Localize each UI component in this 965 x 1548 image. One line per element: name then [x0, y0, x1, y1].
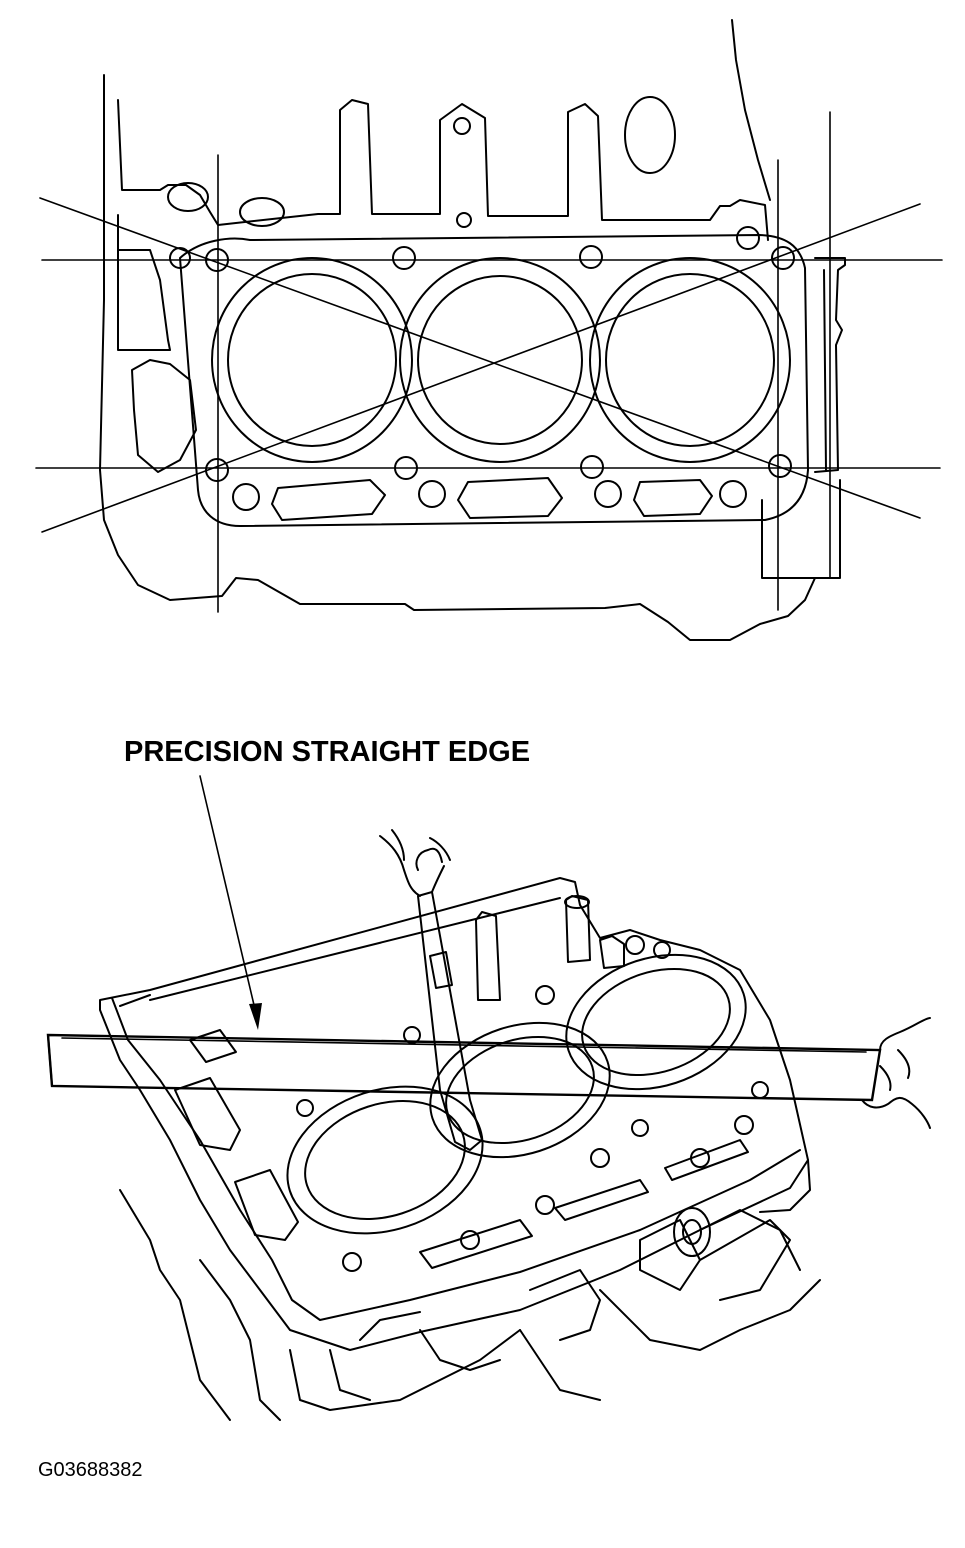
hand-left — [379, 829, 451, 897]
left-boss — [167, 182, 209, 212]
hand-right — [861, 1017, 931, 1129]
measurement-lines — [35, 111, 943, 613]
block-deck-outline — [99, 877, 809, 1351]
boss-hole-2 — [456, 212, 472, 228]
water-jacket-slots — [174, 1029, 749, 1269]
right-oval-cut — [624, 96, 676, 174]
deck-holes-perspective — [296, 935, 769, 1272]
top-view-block-deck — [35, 19, 943, 641]
diagonal-line-down — [39, 197, 921, 519]
callout-group: PRECISION STRAIGHT EDGE — [124, 736, 530, 1030]
left-flange — [117, 214, 171, 351]
upper-casting — [117, 99, 769, 241]
right-casting-edge — [731, 19, 771, 201]
cylinder-bore-1 — [211, 257, 413, 463]
callout-arrowhead — [249, 1003, 262, 1030]
straight-edge — [46, 1033, 882, 1102]
boss-hole-1 — [453, 117, 471, 135]
callout-leader — [199, 775, 259, 1023]
crankcase-structure — [119, 1159, 821, 1421]
lower-passages — [232, 477, 747, 521]
deck-surface-outline — [179, 234, 809, 527]
callout-label: PRECISION STRAIGHT EDGE — [124, 736, 530, 768]
head-bolt-holes — [169, 226, 795, 482]
deck-side-face — [119, 897, 561, 1007]
figure-id: G03688382 — [38, 1459, 143, 1481]
feeler-gauge-grip — [429, 951, 453, 989]
block-outline — [99, 74, 816, 641]
cylinder-bore-2 — [399, 257, 601, 463]
top-bosses — [475, 895, 625, 1001]
deck-inner-edge — [111, 997, 801, 1321]
feeler-gauge — [417, 891, 483, 1151]
dowel-oval — [239, 197, 285, 227]
left-water-pocket — [131, 359, 197, 473]
cylinder-bore-3 — [589, 257, 791, 463]
bottom-view-block — [46, 829, 931, 1421]
diagonal-line-up — [41, 203, 921, 533]
